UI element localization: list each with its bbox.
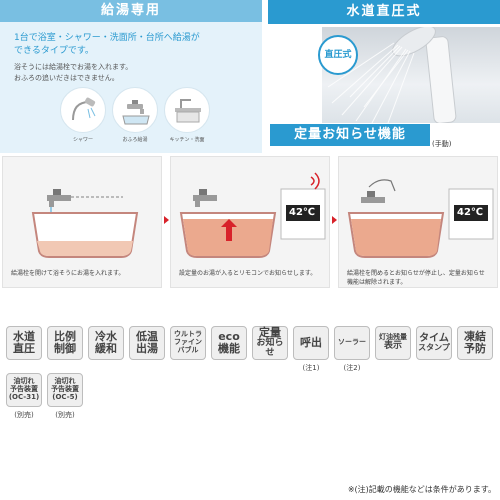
badge-ultra-fine-bubble: ウルトラ ファイン バブル [170,326,206,360]
badge-line: 油切れ [54,377,76,386]
kyuto-note-line2: おふろの追いだきはできません。 [14,74,119,82]
badge-time-stamp: タイム スタンプ [416,326,452,360]
badge-toketsu-yobo: 凍結予防 [457,326,493,360]
badge-teion-shutto: 低温出湯 [129,326,165,360]
badge-line: eco [218,329,240,343]
kyuto-note: 浴そうには給湯栓でお湯を入れます。 おふろの追いだきはできません。 [14,62,254,84]
badge-toyu-zanryo: 灯油残量 表示 [375,326,411,360]
badge-line: 直圧 [13,342,35,355]
kyuto-panel: 給湯専用 1台で浴室・シャワー・洗面所・台所へ給湯が できるタイプです。 浴そう… [0,0,262,153]
badge-line: (OC-5) [52,392,78,401]
bathtub-illustration [31,189,139,258]
teiryo-title: 定量お知らせ機能 [270,124,430,146]
badge-note-1: (注1) [302,364,320,372]
kyuto-lead-line1: 1台で浴室・シャワー・洗面所・台所へ給湯が [14,33,200,43]
badge-line: 冷水 [95,329,117,343]
step-2-caption: 設定量のお湯が入るとリモコンでお知らせします。 [179,270,317,277]
step-1-caption: 給湯栓を開けて浴そうにお湯を入れます。 [11,270,125,277]
badge-line: 呼出 [300,335,322,349]
step-3-caption-line2: 機能は解除されます。 [347,279,407,286]
step-1: 給湯栓を開けて浴そうにお湯を入れます。 [2,156,162,288]
badge-note-betsubai-1: (別売) [14,411,34,419]
badge-note-2: (注2) [343,364,361,372]
remote-temp-3: 42℃ [456,207,484,218]
badge-oc5: 油切れ 予告装置 (OC-5) [47,373,83,407]
badge-line: 油切れ [13,377,35,386]
badge-line: 予防 [464,342,486,355]
chokuatsu-badge: 直圧式 [318,35,358,75]
next-arrow-icon [332,216,337,224]
badge-line: (OC-31) [8,392,40,401]
step-3-caption: 給湯栓を閉めるとお知らせが停止し、定量お知らせ 機能は解除されます。 [347,269,497,287]
kyuto-banner: 給湯専用 [0,0,262,22]
bath-caption: おふろ給湯 [122,137,148,143]
badge-line: 制御 [54,342,76,355]
badge-line: 予告装置 [51,385,79,394]
badge-line: 表示 [383,340,402,351]
badge-line: ウルトラ [174,330,202,339]
badge-line: 出湯 [136,342,158,355]
badge-line: バブル [177,345,199,354]
badge-line: ファイン [174,338,202,347]
teiryo-sub: (手動) [432,140,452,148]
badge-line: 灯油残量 [379,333,407,342]
kyuto-lead: 1台で浴室・シャワー・洗面所・台所へ給湯が できるタイプです。 [14,32,254,58]
badge-suido-chokuatsu: 水道直圧 [6,326,42,360]
next-arrow-icon [164,216,169,224]
badge-line: 低温 [136,329,158,343]
badge-line: タイム [419,333,449,345]
step-3: 給湯栓を閉めるとお知らせが停止し、定量お知らせ 機能は解除されます。 [338,156,498,288]
faucet-icon [112,87,158,133]
kyuto-lead-line2: できるタイプです。 [14,46,94,56]
shower-icon [60,87,106,133]
badge-line: 定量 [259,326,281,340]
badge-line: スタンプ [418,343,450,353]
kitchen-caption: キッチン・洗面 [169,137,205,143]
badge-line: お知らせ [256,338,284,359]
badge-hirei-seigyo: 比例制御 [47,326,83,360]
bathtub-filled-illustration [179,172,326,258]
shower-caption: シャワー [72,137,93,143]
badge-line: 凍結 [464,329,486,343]
step-3-caption-line1: 給湯栓を閉めるとお知らせが停止し、定量お知らせ [347,270,485,277]
badge-line: 機能 [218,342,240,355]
badge-teiryo-oshirase: 定量お知らせ [252,326,288,360]
footnote: ※(注)記載の機能などは条件があります。 [347,485,496,494]
suido-banner: 水道直圧式 [268,0,500,24]
badge-reisui-kanwa: 冷水緩和 [88,326,124,360]
badge-solar: ソーラー [334,326,370,360]
badge-line: 緩和 [95,342,117,355]
remote-temp-2: 42℃ [288,207,316,218]
suido-panel: 水道直圧式 直圧式 [268,0,500,125]
kitchen-icon [164,87,210,133]
kyuto-note-line1: 浴そうには給湯栓でお湯を入れます。 [14,63,133,71]
badge-yobidashi: 呼出 [293,326,329,360]
badge-oc31: 油切れ 予告装置 (OC-31) [6,373,42,407]
badge-line: 水道 [13,329,35,343]
shower-photo [322,27,500,123]
bathtub-stop-illustration [347,179,494,258]
badge-note-betsubai-2: (別売) [55,411,75,419]
badge-line: 比例 [54,329,76,343]
step-2: 42℃ 設定量のお湯が入るとリモコンでお知らせします。 [170,156,330,288]
badge-line: 予告装置 [10,385,38,394]
badge-line: ソーラー [338,338,366,347]
